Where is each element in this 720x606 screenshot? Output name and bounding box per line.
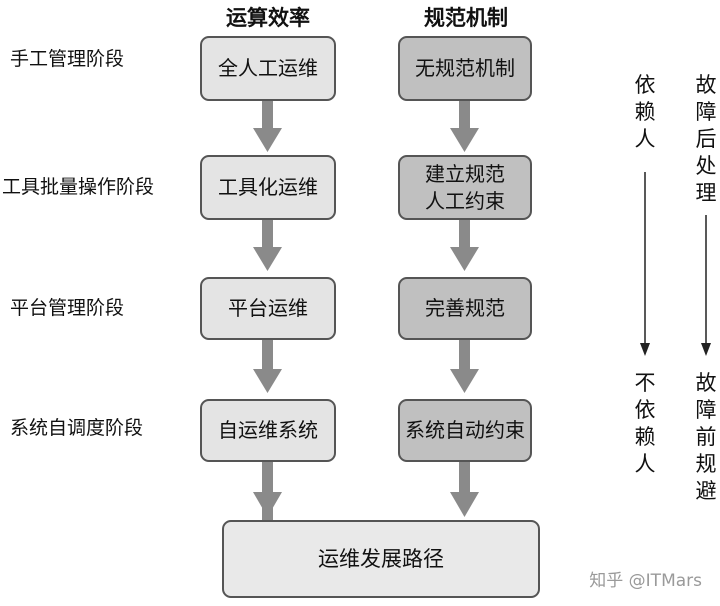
box-no-norm: 无规范机制 — [398, 36, 532, 101]
box-platform-ops: 平台运维 — [200, 277, 336, 340]
box-full-manual-ops: 全人工运维 — [200, 36, 336, 101]
stage-label-self-scheduling: 系统自调度阶段 — [10, 417, 144, 439]
arrow-shaft — [459, 340, 470, 372]
fault-bottom-label: 故障前规避 — [695, 371, 717, 503]
arrow-shaft — [262, 340, 273, 372]
arrow-shaft — [262, 220, 273, 250]
arrow-head — [253, 369, 282, 393]
box-build-norm-manual-constraint: 建立规范 人工约束 — [398, 155, 532, 220]
arrow-shaft — [459, 101, 470, 131]
arrow-head — [450, 247, 479, 271]
stage-label-tool-batch: 工具批量操作阶段 — [2, 176, 155, 198]
efficiency-column-header: 运算效率 — [226, 6, 310, 30]
fault-arrow-head — [701, 343, 711, 356]
box-system-auto-constraint: 系统自动约束 — [398, 399, 532, 462]
box-improve-norm: 完善规范 — [398, 277, 532, 340]
arrow-shaft — [459, 220, 470, 250]
arrow-head — [253, 247, 282, 271]
stage-label-platform: 平台管理阶段 — [10, 297, 125, 319]
dependency-top-label: 依赖人 — [634, 73, 656, 151]
arrow-shaft — [459, 459, 470, 495]
arrow-shaft — [262, 459, 273, 495]
arrow-head — [253, 128, 282, 152]
arrow-head — [450, 369, 479, 393]
box-tooling-ops: 工具化运维 — [200, 155, 336, 220]
watermark: 知乎 @ITMars — [589, 571, 702, 591]
arrow-head — [253, 492, 282, 517]
box-self-ops-system: 自运维系统 — [200, 399, 336, 462]
arrow-head — [450, 128, 479, 152]
dependency-bottom-label: 不依赖人 — [634, 371, 656, 476]
arrow-head — [450, 492, 479, 517]
box-ops-development-path: 运维发展路径 — [222, 520, 540, 598]
norm-column-header: 规范机制 — [424, 6, 508, 30]
arrow-shaft — [262, 101, 273, 131]
stage-label-manual: 手工管理阶段 — [10, 48, 125, 70]
dependency-arrow-head — [640, 343, 650, 356]
fault-top-label: 故障后处理 — [695, 73, 717, 205]
